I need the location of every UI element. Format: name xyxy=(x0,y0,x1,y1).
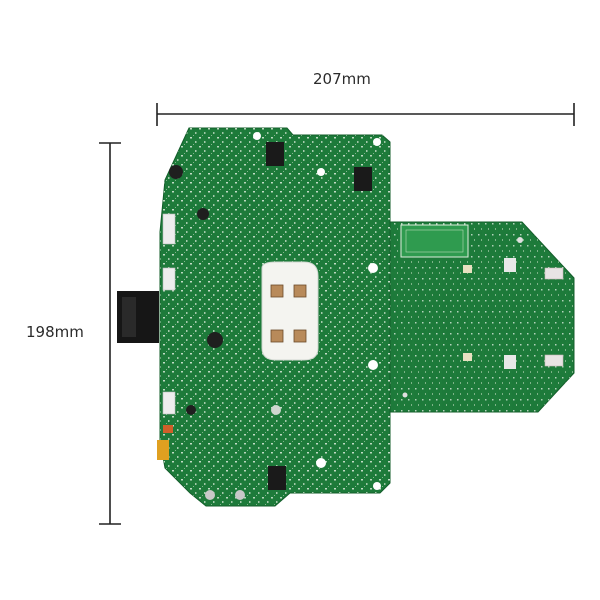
capacitor-pad xyxy=(463,265,472,273)
right-circuit-board xyxy=(387,221,575,413)
capacitor-pad xyxy=(463,353,472,361)
height-dimension-line xyxy=(99,142,121,525)
ic-chip xyxy=(354,167,372,191)
width-dimension-line xyxy=(156,103,575,126)
height-dimension-label: 198mm xyxy=(26,323,84,341)
width-dimension-label: 207mm xyxy=(313,70,371,88)
ic-chip xyxy=(266,142,284,166)
orange-component xyxy=(157,440,169,460)
ic-chip xyxy=(268,466,286,490)
main-circuit-board xyxy=(117,127,391,507)
